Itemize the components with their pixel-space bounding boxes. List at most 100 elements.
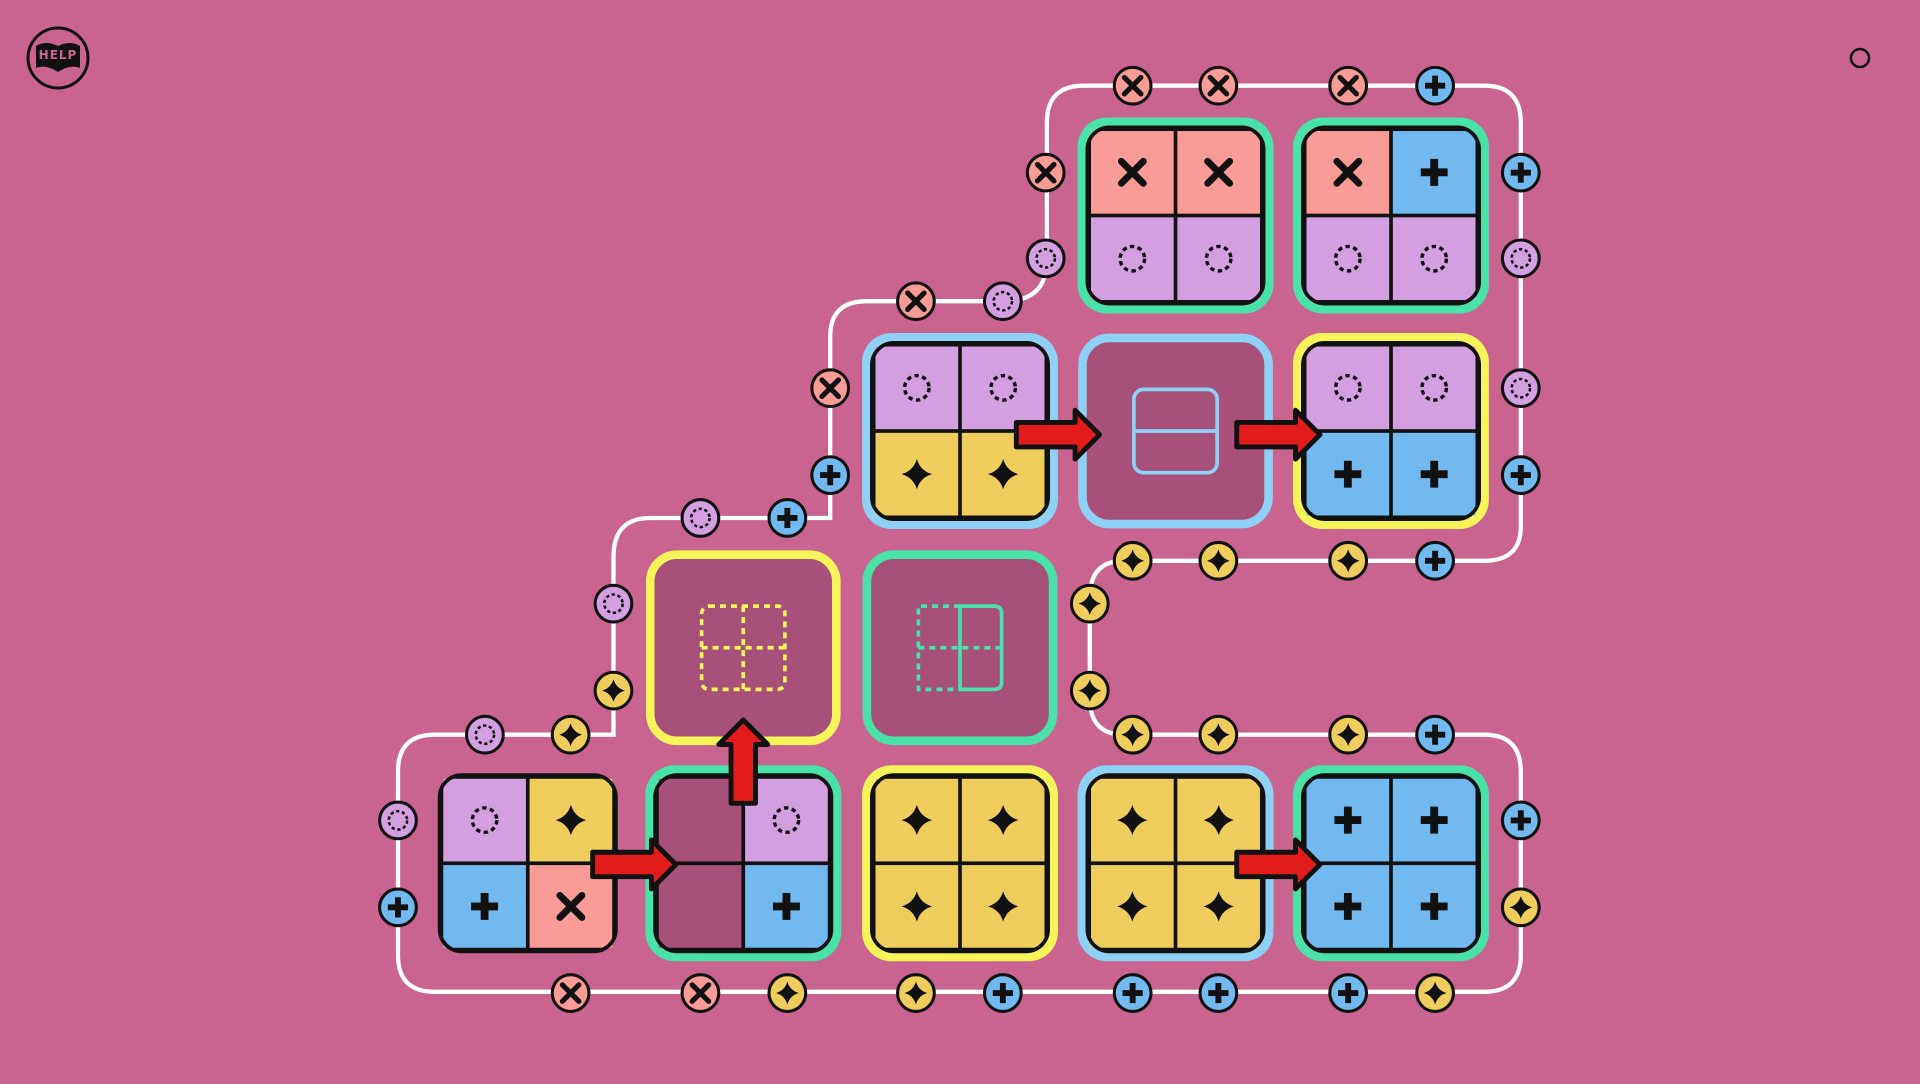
star-icon [559, 723, 582, 747]
ring-icon [1204, 244, 1233, 273]
star-icon [1078, 679, 1102, 702]
pin-plus [378, 887, 418, 928]
plus-icon [1338, 982, 1359, 1004]
piece-cell-ring [1392, 217, 1476, 300]
piece-cell-empty [658, 865, 742, 948]
star-icon [1509, 895, 1533, 919]
piece-p1[interactable] [1077, 117, 1274, 314]
plus-icon [1420, 892, 1448, 920]
piece-cell-ring [875, 346, 959, 430]
piece-p4[interactable] [1293, 333, 1489, 529]
plus-icon [387, 897, 409, 918]
piece-p7[interactable] [862, 765, 1058, 962]
star-icon [602, 679, 625, 702]
pin-plus [1415, 65, 1456, 106]
pin-cross [1025, 152, 1066, 193]
ring-icon [474, 724, 496, 746]
star-icon [904, 981, 928, 1005]
pin-plus [767, 498, 808, 538]
pin-star [1112, 714, 1153, 755]
pin-cross [896, 281, 936, 322]
pin-star [896, 973, 936, 1013]
ring-icon [902, 373, 931, 402]
help-button[interactable] [26, 26, 90, 90]
help-book-icon [36, 43, 80, 72]
pin-star [767, 973, 808, 1013]
arrow-right-icon [590, 837, 679, 892]
slot-pattern-icon [1132, 387, 1219, 475]
star-icon [1203, 804, 1234, 836]
pin-star [1328, 540, 1369, 581]
cross-icon [1204, 157, 1234, 187]
ring-icon [387, 809, 409, 831]
pin-ring [593, 583, 634, 624]
cross-icon [689, 982, 712, 1004]
cross-icon [905, 290, 927, 313]
star-icon [901, 891, 933, 922]
ring-icon [470, 806, 499, 835]
star-icon [1206, 549, 1230, 573]
piece-cell-ring [1306, 346, 1390, 430]
ring-icon [989, 373, 1018, 402]
star-icon [1203, 891, 1234, 922]
cross-icon [556, 891, 586, 921]
pin-ring [378, 800, 418, 841]
plus-icon [992, 982, 1013, 1004]
arrow-up-icon [716, 717, 771, 806]
arrow-right-icon [1234, 837, 1323, 892]
arrow-right-icon [1013, 407, 1103, 462]
piece-p9[interactable] [1293, 765, 1489, 962]
ring-icon [602, 593, 624, 615]
cross-icon [1207, 74, 1230, 97]
cross-icon [1121, 74, 1144, 97]
plus-icon [1425, 75, 1446, 96]
piece-p2[interactable] [1293, 117, 1489, 314]
pin-star [1198, 714, 1239, 755]
pin-star [1112, 540, 1153, 581]
piece-cell-ring [961, 346, 1045, 430]
plus-icon [1425, 724, 1446, 745]
ring-icon [1333, 244, 1362, 273]
star-icon [1078, 592, 1102, 616]
pin-plus [1415, 540, 1456, 581]
cross-icon [1333, 157, 1363, 187]
pin-plus [982, 973, 1023, 1013]
ring-icon [1420, 373, 1449, 402]
slot-s2[interactable] [645, 550, 841, 746]
piece-p3[interactable] [862, 333, 1058, 529]
plus-icon [777, 507, 798, 529]
pin-cross [550, 973, 591, 1013]
pin-cross [1328, 65, 1369, 106]
ring-icon [992, 290, 1014, 312]
pin-plus [1500, 152, 1541, 193]
pin-plus [1415, 714, 1456, 755]
piece-p5[interactable] [437, 773, 618, 954]
pin-star [1328, 714, 1369, 755]
piece-cell-ring [1177, 217, 1260, 300]
piece-cell-ring [443, 778, 526, 862]
star-icon [987, 459, 1019, 490]
plus-icon [1208, 982, 1229, 1004]
piece-cell-ring [1392, 346, 1476, 430]
cross-icon [1034, 161, 1057, 184]
ring-icon [1420, 244, 1449, 273]
pin-star [1198, 540, 1239, 581]
ring-icon [689, 507, 711, 529]
pin-ring [1500, 238, 1541, 279]
pin-cross [810, 368, 851, 409]
pin-ring [1500, 368, 1541, 409]
star-icon [987, 891, 1019, 922]
circle-menu-icon[interactable] [1849, 47, 1871, 69]
piece-cell-empty [658, 778, 742, 862]
pin-ring [982, 281, 1023, 322]
star-icon [555, 804, 587, 836]
plus-icon [1334, 460, 1362, 488]
star-icon [1117, 804, 1148, 836]
plus-icon [772, 892, 800, 920]
piece-p8[interactable] [1077, 765, 1274, 962]
slot-s3[interactable] [862, 550, 1058, 746]
star-icon [775, 981, 799, 1005]
pin-ring [1025, 238, 1066, 279]
star-icon [1336, 723, 1360, 747]
